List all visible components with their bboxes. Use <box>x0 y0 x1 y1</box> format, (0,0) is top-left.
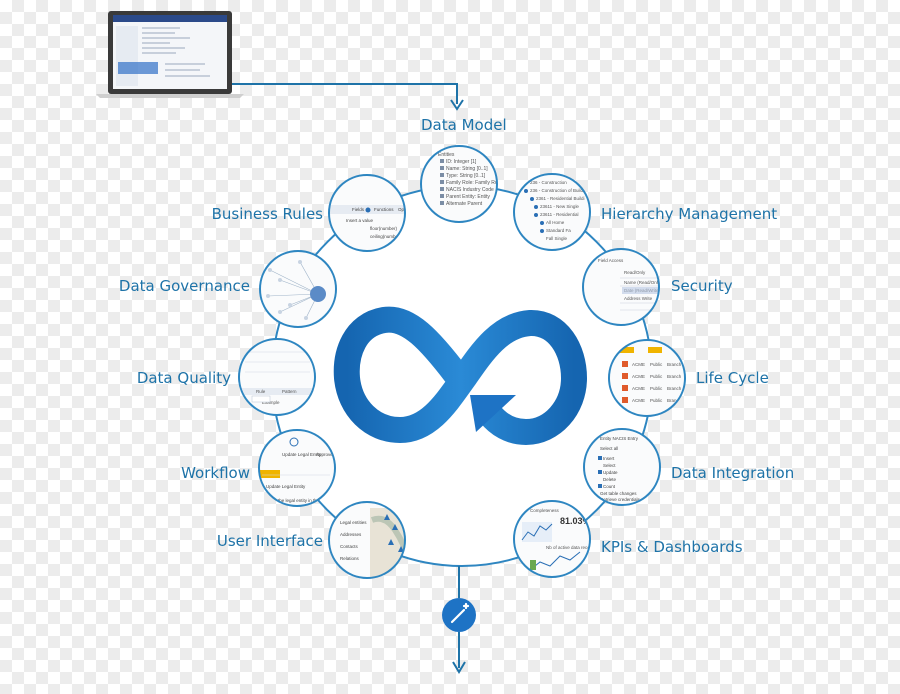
thumb-text: Ope <box>398 207 407 212</box>
thumb-text: NACIS Industry Code <box>446 187 494 193</box>
thumb-text: Update Legal Entity <box>266 484 306 489</box>
thumbnail-data-model: Entities ID: Integer [1] Name: String [0… <box>420 145 502 223</box>
output-arrow-head-icon <box>452 661 466 674</box>
label-user-interface: User Interface <box>216 532 323 550</box>
thumb-text: Completeness <box>530 508 560 513</box>
thumb-text: Public <box>650 362 663 367</box>
thumb-text: Relations <box>340 556 360 561</box>
thumb-text: 236 - Construction of Building <box>530 188 590 193</box>
label-kpis-dashboards: KPIs & Dashboards <box>601 538 743 556</box>
thumb-text: Example <box>262 400 280 405</box>
thumb-text: the legal entity in the <box>278 498 320 503</box>
label-business-rules: Business Rules <box>211 205 323 223</box>
thumbnail-security: Field Access Read/Only Name (Read/Only) … <box>582 248 662 326</box>
kpi-value: 81.03% <box>560 516 591 526</box>
thumb-text: Update <box>603 470 618 475</box>
thumb-text: Delete <box>603 477 617 482</box>
thumbnail-life-cycle: ACME Public Branch ACME Public Branch AC… <box>608 339 686 417</box>
thumb-text: Functions <box>374 207 394 212</box>
laptop-icon <box>96 11 244 98</box>
thumb-text: Branch <box>667 398 682 403</box>
thumb-text: ACME <box>632 398 645 403</box>
thumb-text: ACME <box>632 386 645 391</box>
thumb-text: Pattern <box>282 389 297 394</box>
thumb-text: Entity NACIS Entry <box>600 436 639 441</box>
thumbnail-business-rules: Fields Functions Ope floor(number) ceili… <box>328 174 407 252</box>
thumb-text: Entities <box>438 152 455 158</box>
input-arrow <box>232 83 458 104</box>
thumb-text: ceiling(number) <box>370 234 402 239</box>
thumb-text: 23611 - Residential <box>540 212 578 217</box>
thumb-text: Nb of active data records <box>546 545 597 550</box>
thumb-text: Select <box>603 463 616 468</box>
thumbnail-kpis-dashboards: 81.03% Completeness Nb of active data re… <box>513 500 597 578</box>
thumb-text: 236 - Construction <box>530 180 567 185</box>
thumb-text: Public <box>650 398 663 403</box>
thumb-text: Address Write <box>624 296 653 301</box>
thumb-text: Rule <box>256 389 266 394</box>
thumbnail-hierarchy-management: 236 - Construction 236 - Construction of… <box>513 173 591 251</box>
thumb-text: Select all <box>600 446 618 451</box>
thumb-text: Get table changes <box>600 491 637 496</box>
label-life-cycle: Life Cycle <box>696 369 769 387</box>
thumb-text: 2361 - Residential Buildi <box>536 196 585 201</box>
thumb-text: Type: String [0..1] <box>446 173 486 179</box>
label-hierarchy-management: Hierarchy Management <box>601 205 778 223</box>
label-workflow: Workflow <box>181 464 250 482</box>
thumb-text: floor(number) <box>370 226 398 231</box>
thumb-text: ACME <box>632 362 645 367</box>
label-data-governance: Data Governance <box>118 277 250 295</box>
thumb-text: Insert a value <box>346 218 374 223</box>
thumb-text: Insert <box>603 456 615 461</box>
thumb-text: Parent Entity: Entity <box>446 194 490 200</box>
thumbnail-workflow: Update Legal Entity Approve Update Legal… <box>258 429 336 507</box>
thumbnail-data-integration: Entity NACIS Entry Select all Insert Sel… <box>583 428 661 506</box>
thumb-text: Legal entities <box>340 520 367 525</box>
thumb-text: Retrieve credentials <box>600 497 641 502</box>
thumb-text: Addresses <box>340 532 362 537</box>
thumb-text: Public <box>650 386 663 391</box>
magic-wand-button[interactable] <box>442 598 476 632</box>
thumb-text: Contacts <box>340 544 359 549</box>
thumb-text: ACME <box>632 374 645 379</box>
thumb-text: ID: Integer [1] <box>446 159 477 165</box>
label-data-integration: Data Integration <box>671 464 795 482</box>
thumb-text: All Home <box>546 220 565 225</box>
thumb-text: Approve <box>316 452 333 457</box>
thumb-text: Update Legal Entity <box>282 452 322 457</box>
thumb-text: Count <box>603 484 616 489</box>
thumbnail-data-governance <box>259 250 337 328</box>
thumb-text: Name (Read/Only) <box>624 280 662 285</box>
thumb-text: Fields <box>352 207 365 212</box>
thumb-text: Field Access <box>598 258 624 263</box>
label-data-quality: Data Quality <box>136 369 231 387</box>
arrow-head-icon <box>450 99 464 111</box>
thumbnail-data-quality: Rule Pattern Example <box>238 338 316 416</box>
thumb-text: Branch <box>667 374 682 379</box>
thumb-text: Branch <box>667 362 682 367</box>
thumb-text: Name: String [0..1] <box>446 166 488 172</box>
label-security: Security <box>671 277 733 295</box>
thumb-text: Public <box>650 374 663 379</box>
thumb-text: Fall Single <box>546 236 568 241</box>
thumb-text: Branch <box>667 386 682 391</box>
label-data-model: Data Model <box>421 116 507 134</box>
thumb-text: Read/Only <box>624 270 646 275</box>
thumb-text: 23611 - New Single <box>540 204 579 209</box>
thumb-text: Family Role: Family Role <box>446 180 502 186</box>
thumb-text: Standard Fa <box>546 228 571 233</box>
thumb-text: Alternate Parent <box>446 201 483 207</box>
thumbnail-user-interface: Legal entities Addresses Contacts Relati… <box>328 501 406 579</box>
infinity-loop-icon <box>333 306 588 446</box>
magic-wand-icon <box>450 602 470 624</box>
